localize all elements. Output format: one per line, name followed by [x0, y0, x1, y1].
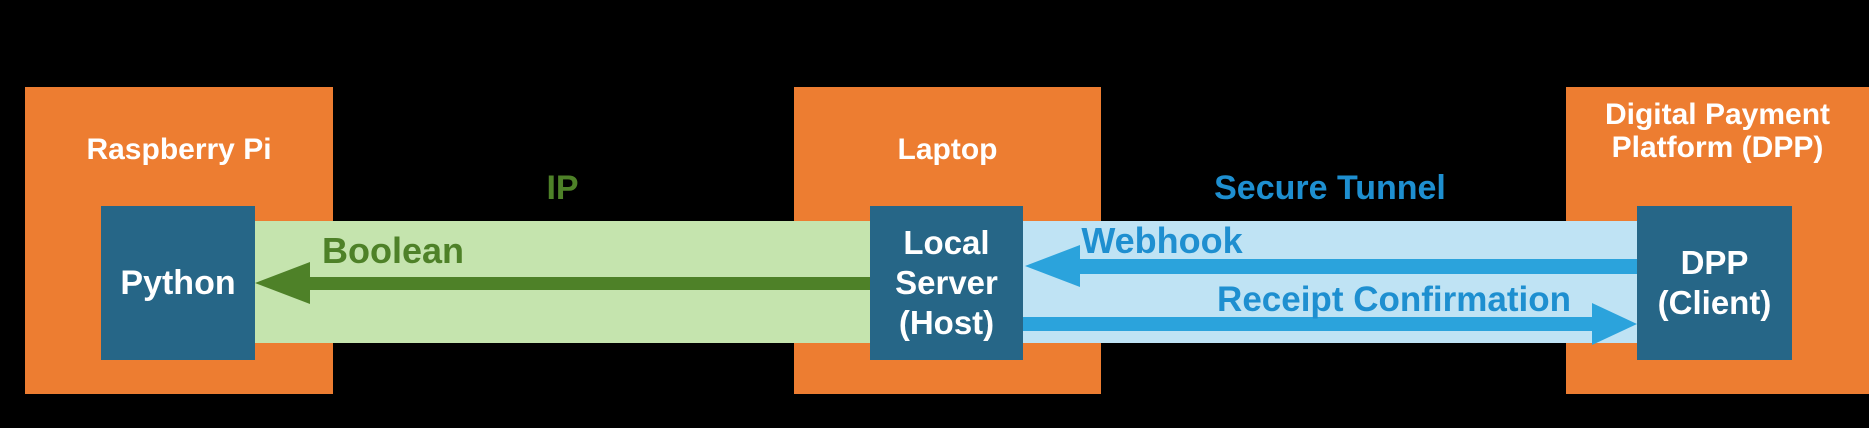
dpp-client-line2: (Client): [1657, 284, 1772, 321]
webhook-arrowhead-left-icon: [1025, 245, 1080, 287]
dpp-title-line1: Digital Payment: [1604, 98, 1831, 131]
dpp-client-box: DPP (Client): [1637, 206, 1792, 360]
receipt-confirmation-arrowhead-right-icon: [1592, 303, 1637, 345]
python-box: Python: [101, 206, 255, 360]
ip-label: IP: [546, 169, 579, 207]
local-server-line3: (Host): [898, 304, 995, 341]
python-label: Python: [120, 264, 236, 302]
dpp-title-line2: Platform (DPP): [1611, 131, 1824, 164]
webhook-message-label: Webhook: [1081, 220, 1243, 261]
webhook-arrow-shaft: [1075, 259, 1637, 274]
raspberry-pi-title: Raspberry Pi: [86, 133, 272, 166]
secure-tunnel-label: Secure Tunnel: [1214, 169, 1446, 207]
boolean-arrow-shaft: [305, 277, 870, 290]
receipt-confirmation-message-label: Receipt Confirmation: [1217, 280, 1571, 319]
local-server-line1: Local: [903, 224, 990, 261]
receipt-confirmation-arrow-shaft: [1023, 317, 1595, 331]
boolean-message-label: Boolean: [321, 230, 465, 271]
local-server-line2: Server: [895, 264, 998, 301]
laptop-title: Laptop: [897, 133, 998, 166]
local-server-host-box: Local Server (Host): [870, 206, 1023, 360]
dpp-client-line1: DPP: [1680, 244, 1749, 281]
boolean-arrowhead-left-icon: [255, 262, 310, 304]
digital-payment-platform-title: Digital Payment Platform (DPP): [1566, 98, 1869, 164]
